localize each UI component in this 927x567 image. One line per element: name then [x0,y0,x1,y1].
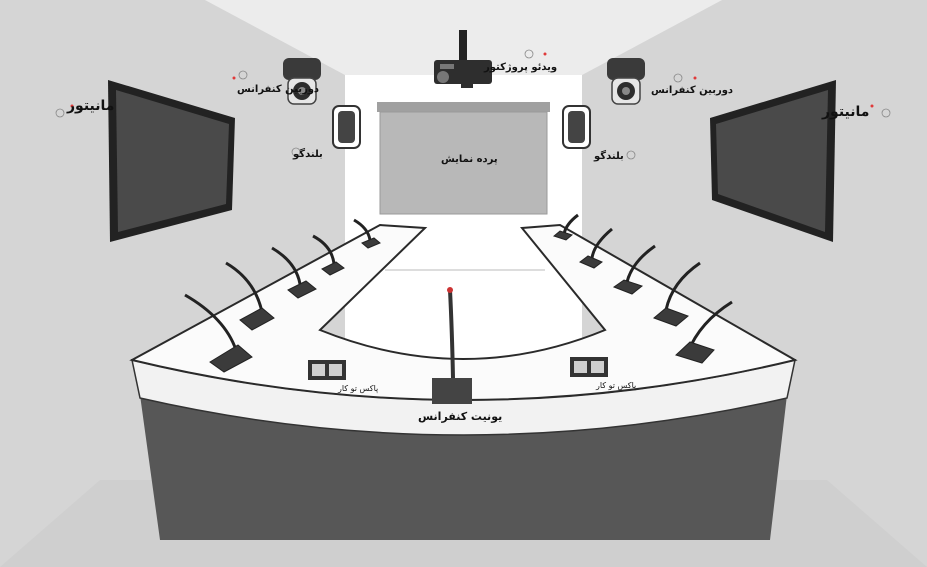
label-projector: ویدئو پروژکتور [484,62,558,73]
monitor-left [108,80,235,242]
label-speaker-right: بلندگو [594,151,624,162]
label-monitor-right: مانیتور [822,104,870,120]
gooseneck-microphone-icon [675,300,733,364]
gooseneck-microphone-icon [312,234,345,276]
projector-icon [434,30,492,88]
speaker-icon [562,105,591,149]
gooseneck-microphone-icon [353,218,381,249]
popup-box-icon [308,360,346,380]
label-monitor-left: مانیتور [67,98,115,114]
speaker-icon [332,105,361,149]
label-popup-left: پاکس تو کار [338,384,379,393]
label-camera-left: دوربین کنفرانس [237,84,320,95]
gooseneck-microphone-icon [653,261,701,327]
label-conference-unit: یونیت کنفرانس [418,410,503,423]
projection-screen [377,102,550,215]
label-speaker-left: بلندگو [293,149,323,160]
label-screen: پرده نمایش [441,154,498,165]
gooseneck-microphone-icon [225,261,275,331]
conference-table [129,223,798,401]
gooseneck-microphone-icon [612,244,656,295]
gooseneck-microphone-icon [184,293,253,373]
ptz-camera-icon [607,58,645,105]
ptz-camera-icon [283,58,321,105]
popup-box-icon [570,357,608,377]
gooseneck-microphone-icon [552,213,579,241]
monitor-right [710,80,836,242]
table-base [140,395,787,540]
label-popup-right: پاکس تو کار [596,381,637,390]
gooseneck-microphone-icon [432,287,472,404]
gooseneck-microphone-icon [579,227,613,269]
label-camera-right: دوربین کنفرانس [651,85,734,96]
gooseneck-microphone-icon [271,246,317,299]
